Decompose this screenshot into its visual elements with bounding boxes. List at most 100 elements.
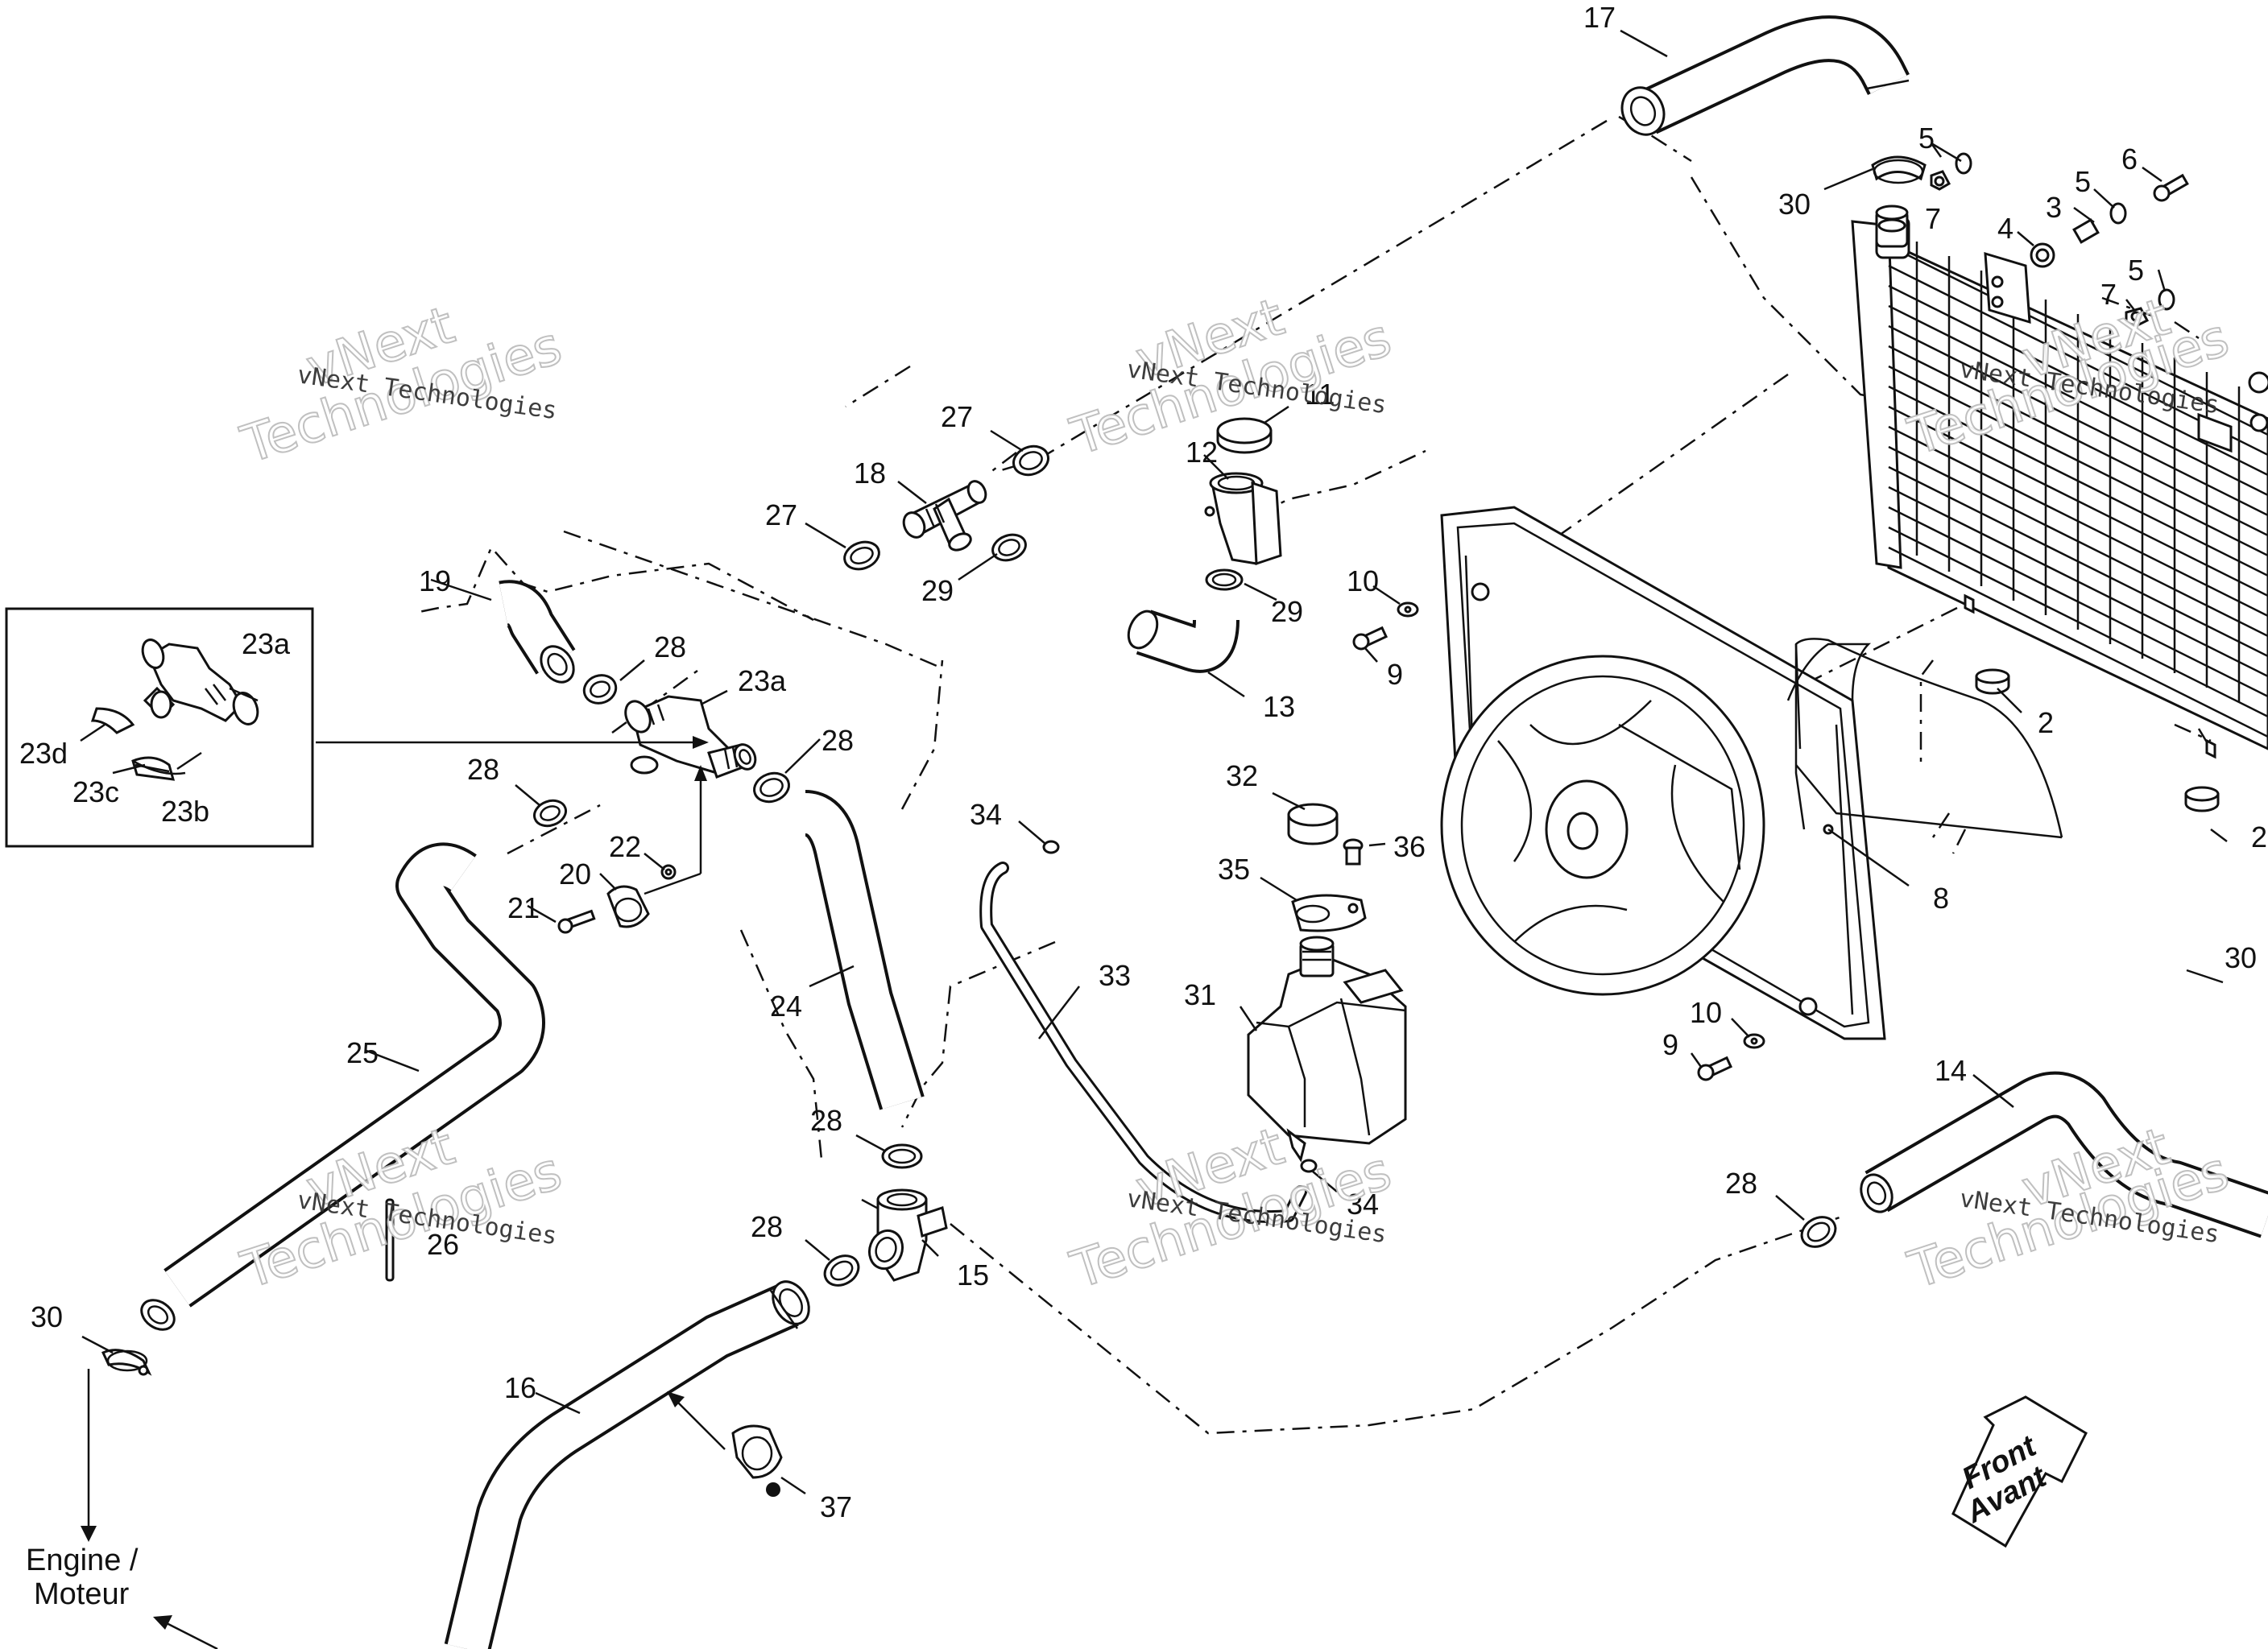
callout-34-lower: 34 <box>1347 1188 1379 1221</box>
hose-24 <box>803 790 925 1110</box>
fan-wire-harness <box>1794 638 2063 838</box>
engine-direction-arrows <box>81 736 726 1649</box>
radiator-fins <box>1888 242 2268 738</box>
hose-14 <box>1860 1071 2268 1238</box>
bracket-35 <box>1291 894 1367 932</box>
fastener-stack-upper <box>1930 152 2189 328</box>
callout-6: 6 <box>2121 143 2138 176</box>
tee-fitting-18 <box>902 480 987 552</box>
hose-13 <box>1127 610 1240 673</box>
callout-5-c: 5 <box>2128 254 2144 287</box>
callout-14: 14 <box>1935 1054 1967 1087</box>
clamp-28-f <box>1800 1216 1837 1248</box>
overflow-hose-33 <box>979 862 1307 1224</box>
front-direction-arrow: Front Avant <box>1951 1395 2088 1548</box>
callout-18: 18 <box>854 457 886 490</box>
callout-36: 36 <box>1393 830 1426 863</box>
callout-21: 21 <box>507 891 540 924</box>
callout-32: 32 <box>1226 759 1258 792</box>
clamp-37 <box>731 1424 783 1497</box>
bolt-washer-upper <box>1352 601 1419 651</box>
callout-27-b: 27 <box>765 498 797 531</box>
callout-17: 17 <box>1583 1 1616 34</box>
callout-28-a: 28 <box>654 630 686 663</box>
callout-29-b: 29 <box>1271 595 1303 628</box>
fitting-15 <box>867 1188 948 1282</box>
fan-shroud <box>1440 506 2063 1040</box>
callout-25: 25 <box>346 1036 379 1069</box>
callout-28-b: 28 <box>822 724 854 757</box>
grommet-2 <box>1975 668 2220 812</box>
callout-12: 12 <box>1186 436 1218 469</box>
strap-26 <box>385 1198 395 1282</box>
callout-28-f: 28 <box>1725 1167 1757 1200</box>
callout-30-upper: 30 <box>1778 188 1811 221</box>
cap-32 <box>1287 803 1339 845</box>
callout-23c: 23c <box>72 775 119 808</box>
callout-15: 15 <box>957 1258 989 1292</box>
callout-27-a: 27 <box>941 400 973 433</box>
cap-11 <box>1216 417 1273 454</box>
callout-23d: 23d <box>19 737 68 770</box>
filler-neck-12 <box>1204 472 1282 566</box>
callout-23a-main: 23a <box>738 664 787 697</box>
callout-4: 4 <box>1997 212 2013 245</box>
callout-24: 24 <box>770 990 802 1023</box>
callout-23b: 23b <box>161 795 209 828</box>
clamp-28-d <box>881 1143 923 1169</box>
engine-label: Engine / <box>26 1544 139 1577</box>
callout-26: 26 <box>427 1228 459 1261</box>
callout-35: 35 <box>1218 853 1250 886</box>
expansion-tank-31 <box>1247 936 1407 1163</box>
clamp-34-lower <box>1300 1159 1318 1173</box>
hose-clamp-30-upper <box>1871 155 1927 184</box>
hose-25 <box>140 842 545 1331</box>
callout-29-a: 29 <box>921 574 954 607</box>
clamp-28-a <box>582 674 618 705</box>
clamp-30-lower-left <box>101 1349 152 1376</box>
callout-23a-detail: 23a <box>242 627 291 660</box>
callout-8: 8 <box>1933 882 1949 915</box>
callout-9-a: 9 <box>1387 658 1403 691</box>
callout-11: 11 <box>1305 378 1335 411</box>
callout-13: 13 <box>1263 690 1295 723</box>
callout-2-a: 2 <box>2038 706 2054 739</box>
nut-22 <box>660 864 677 880</box>
callout-2-b: 2 <box>2251 820 2267 853</box>
callout-28-e: 28 <box>751 1210 783 1243</box>
clamp-29-upper <box>1205 568 1244 591</box>
clamp-34-upper <box>1042 840 1060 854</box>
clamp-28-c <box>533 799 567 828</box>
radiator-inlet-neck <box>1875 205 1909 248</box>
callout-30-right: 30 <box>2225 941 2257 974</box>
radiator <box>1851 216 2268 759</box>
callout-34-upper: 34 <box>970 798 1002 831</box>
callout-33: 33 <box>1099 959 1131 992</box>
bracket-20 <box>606 885 650 928</box>
hose-19 <box>499 580 576 684</box>
callout-37: 37 <box>820 1490 852 1523</box>
callout-5-b: 5 <box>2075 165 2091 198</box>
callout-5-a: 5 <box>1918 122 1935 155</box>
thermostat-detail-box <box>5 607 314 848</box>
callout-3: 3 <box>2046 191 2062 224</box>
clamp-27-right <box>1012 444 1049 477</box>
callout-9-b: 9 <box>1662 1028 1678 1061</box>
clamp-27-left <box>843 540 880 571</box>
bolt-36 <box>1343 838 1364 866</box>
thermostat-housing-23a <box>624 695 757 779</box>
bolt-21 <box>557 909 596 934</box>
clamp-29-left <box>991 533 1027 562</box>
callout-10-a: 10 <box>1347 564 1379 597</box>
callout-10-b: 10 <box>1690 996 1722 1029</box>
clamp-28-b <box>753 771 790 804</box>
callout-28-c: 28 <box>467 753 499 786</box>
clamp-28-e <box>823 1254 860 1287</box>
callout-20: 20 <box>559 858 591 891</box>
callout-28-d: 28 <box>810 1104 842 1137</box>
callout-leaders <box>80 29 2228 1495</box>
callout-19: 19 <box>419 564 451 597</box>
moteur-label: Moteur <box>34 1577 130 1611</box>
callout-16: 16 <box>504 1371 536 1404</box>
